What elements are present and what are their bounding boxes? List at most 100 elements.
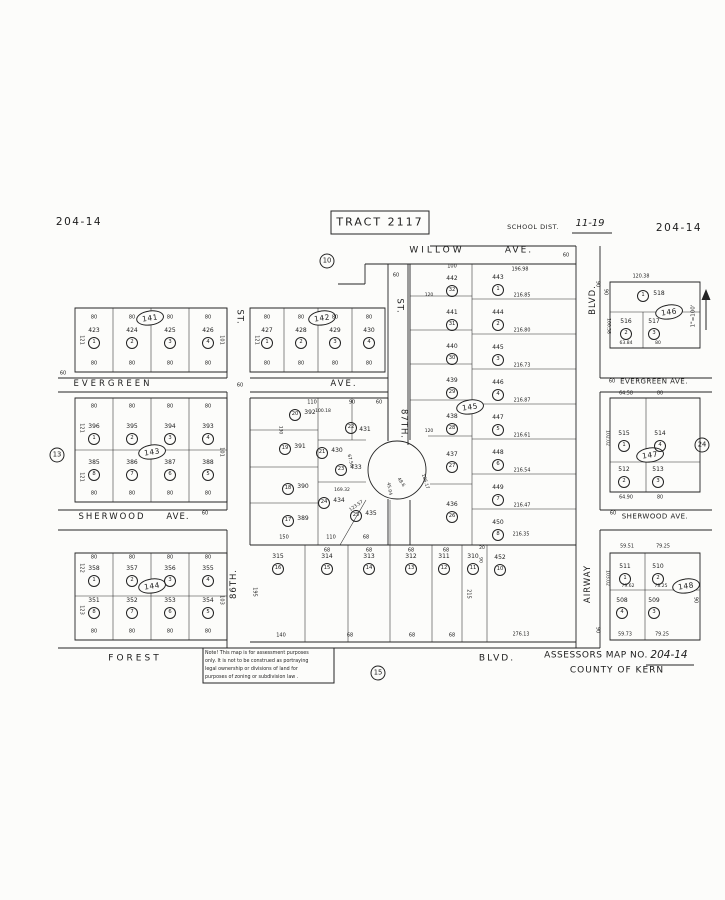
dimension: 68 (346, 632, 354, 639)
scale-note: 1"=100' (690, 304, 697, 328)
dimension: 216.87 (513, 398, 531, 404)
dimension: 150 (279, 534, 289, 541)
parcel-circle-148-1: 1 (619, 573, 631, 585)
dimension: 60 (608, 378, 616, 385)
lot-516: 516 (620, 318, 632, 325)
dimension: 90 (594, 626, 601, 634)
dimension: 80 (90, 360, 98, 367)
parcel-circle-145-8: 8 (492, 529, 504, 541)
dimension: 100.18 (315, 408, 331, 414)
lot-509: 509 (648, 597, 660, 604)
street-label-evergreen-ave-east: EVERGREEN AVE. (620, 377, 688, 386)
parcel-circle-145-20: 20 (289, 409, 301, 421)
lot-440: 440 (446, 343, 458, 350)
street-label-87th-st: ST. (394, 298, 405, 314)
parcel-circle-141-4: 4 (202, 337, 214, 349)
dimension: 60 (562, 252, 570, 259)
parcel-circle-144-4: 4 (202, 575, 214, 587)
parcel-circle-141-3: 3 (164, 337, 176, 349)
dimension: 216.35 (512, 532, 530, 538)
parcel-circle-145-28: 28 (446, 423, 458, 435)
dimension: 80 (90, 628, 98, 635)
dimension: 20 (479, 545, 485, 551)
parcel-circle-145-26: 26 (446, 511, 458, 523)
parcel-circle-142-2: 2 (295, 337, 307, 349)
dimension: 90 (594, 280, 601, 288)
note-line-1: Note! This map is for assessment purpose… (205, 651, 309, 656)
lot-518: 518 (653, 290, 665, 297)
dimension: 63.84 (619, 340, 633, 346)
lot-311: 311 (438, 553, 450, 560)
lot-358: 358 (88, 565, 100, 572)
dimension: 195 (251, 587, 258, 597)
parcel-circle-142-3: 3 (329, 337, 341, 349)
lot-435: 435 (365, 510, 377, 517)
lot-436: 436 (446, 501, 458, 508)
dimension: 90 (602, 288, 609, 296)
dimension: 216.61 (513, 433, 531, 439)
dimension: 80 (90, 554, 98, 561)
street-label-willow-ave: AVE. (504, 245, 534, 256)
parcel-circle-146-1: 1 (637, 290, 649, 302)
lot-431: 431 (359, 426, 371, 433)
lot-443: 443 (492, 274, 504, 281)
dimension: 90 (692, 596, 699, 604)
parcel-circle-142-1: 1 (261, 337, 273, 349)
lot-314: 314 (321, 553, 333, 560)
street-label-sherwood-ave-west: AVE. (166, 511, 190, 522)
map-reference-circle-10: 10 (319, 253, 335, 269)
school-district-label: SCHOOL DIST. (507, 222, 559, 231)
dimension: 59.51 (620, 544, 634, 550)
lot-393: 393 (202, 423, 214, 430)
parcel-circle-144-7: 7 (126, 607, 138, 619)
dimension: 101 (218, 335, 225, 345)
parcel-circle-145-25: 25 (350, 510, 362, 522)
dimension: 60 (609, 510, 617, 517)
dimension: 80 (331, 314, 339, 321)
map-number-top-left: 204-14 (55, 215, 103, 228)
dimension: 80 (166, 554, 174, 561)
parcel-circle-144-8: 8 (88, 607, 100, 619)
dimension: 80 (128, 360, 136, 367)
dimension: 90 (348, 399, 356, 406)
dimension: 123 (78, 605, 85, 615)
lot-441: 441 (446, 309, 458, 316)
street-label-sherwood-ave-east: SHERWOOD AVE. (621, 512, 689, 521)
lot-388: 388 (202, 459, 214, 466)
lot-447: 447 (492, 414, 504, 421)
lot-513: 513 (652, 466, 664, 473)
dimension: 80 (166, 490, 174, 497)
parcel-circle-143-5: 5 (202, 469, 214, 481)
note-line-4: purposes of zoning or subdivision law . (205, 674, 299, 680)
lot-444: 444 (492, 309, 504, 316)
lot-510: 510 (652, 563, 664, 570)
parcel-circle-143-7: 7 (126, 469, 138, 481)
lot-508: 508 (616, 597, 628, 604)
dimension: 80 (166, 628, 174, 635)
lot-351: 351 (88, 597, 100, 604)
lot-391: 391 (294, 443, 306, 450)
lot-430: 430 (363, 327, 375, 334)
dimension: 80 (128, 554, 136, 561)
parcel-circle-144-1: 1 (88, 575, 100, 587)
parcel-circle-145-11: 11 (467, 563, 479, 575)
dimension: 121 (78, 472, 85, 482)
dimension: 80 (297, 314, 305, 321)
parcel-circle-146-2: 2 (620, 328, 632, 340)
lot-448: 448 (492, 449, 504, 456)
dimension: 140 (276, 632, 286, 639)
parcel-circle-144-6: 6 (164, 607, 176, 619)
dimension: 78.25 (654, 583, 668, 589)
lot-425: 425 (164, 327, 176, 334)
parcel-circle-143-1: 1 (88, 433, 100, 445)
map-reference-circle-13: 13 (49, 447, 65, 463)
dimension: 216.73 (513, 363, 531, 369)
lot-445: 445 (492, 344, 504, 351)
dimension: 103 (218, 595, 225, 605)
parcel-circle-148-4: 4 (616, 607, 628, 619)
street-label-86th-st: 86TH. (228, 569, 239, 599)
dimension: 80 (655, 340, 661, 346)
dimension: 80 (331, 360, 339, 367)
dimension: 100 (447, 263, 457, 270)
